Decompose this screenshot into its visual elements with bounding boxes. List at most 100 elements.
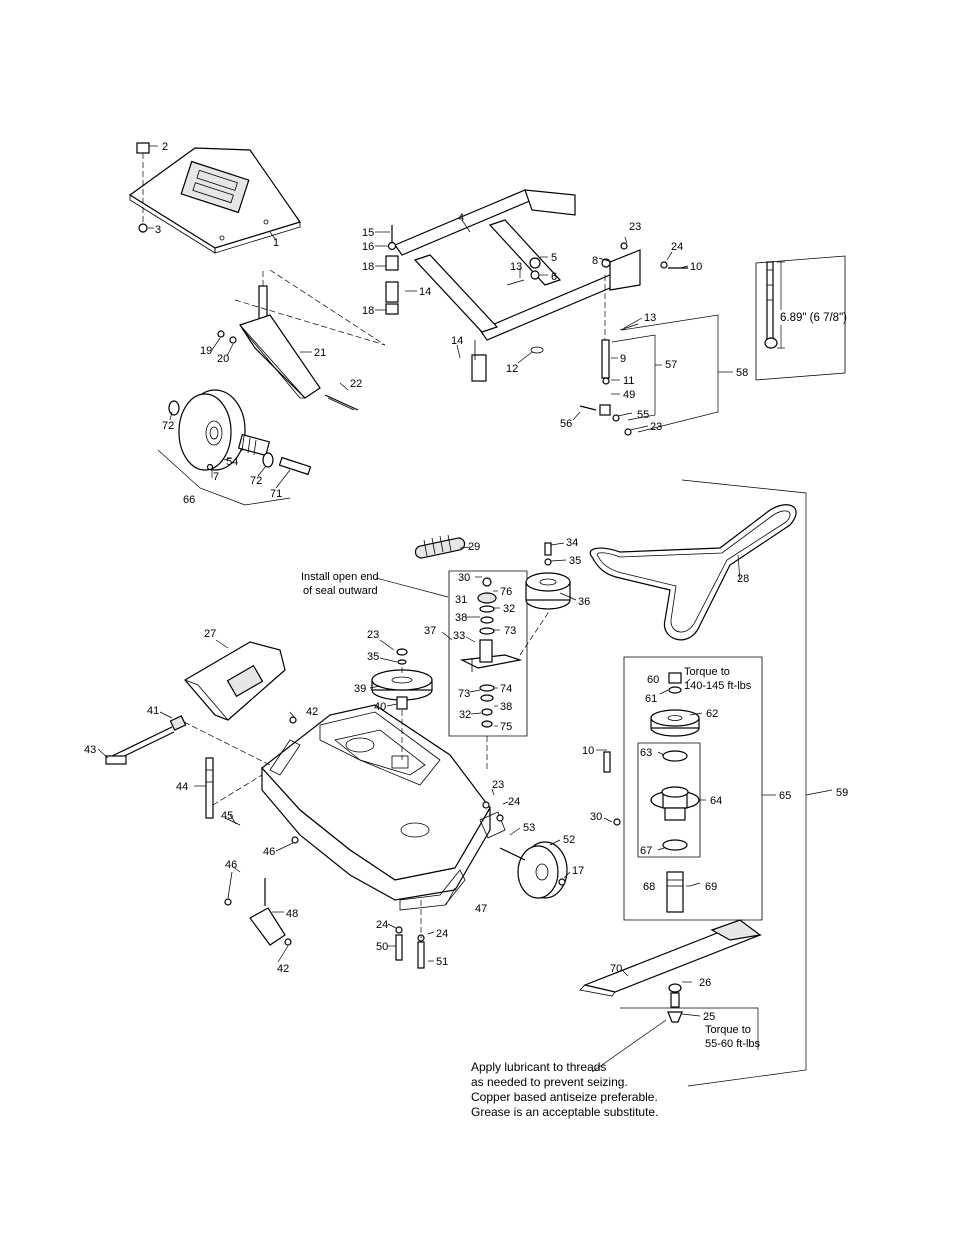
callout-50: 50 xyxy=(376,941,388,953)
bracket-66 xyxy=(157,449,291,506)
callout-27: 27 xyxy=(204,628,216,640)
deck-bolts-50-51 xyxy=(289,716,425,969)
callout-11: 11 xyxy=(623,375,634,387)
callout-49: 49 xyxy=(623,389,635,401)
callout-24d: 24 xyxy=(436,928,448,940)
callout-44: 44 xyxy=(176,781,188,793)
drive-belt xyxy=(589,504,797,641)
callout-63: 63 xyxy=(640,747,652,759)
callout-23c: 23 xyxy=(367,629,379,641)
callout-41: 41 xyxy=(147,705,159,717)
callout-46a: 46 xyxy=(263,846,275,858)
callout-43: 43 xyxy=(84,744,96,756)
callout-3: 3 xyxy=(155,224,161,236)
callout-58: 58 xyxy=(736,367,748,379)
callout-54: 54 xyxy=(226,456,238,468)
callout-10a: 10 xyxy=(690,261,702,273)
mower-blade-70 xyxy=(579,919,763,997)
callout-42b: 42 xyxy=(277,963,289,975)
lube-note-line3: Copper based antiseize preferable. xyxy=(471,1090,658,1104)
callout-57: 57 xyxy=(665,359,677,371)
callout-16: 16 xyxy=(362,241,374,253)
callout-30b: 30 xyxy=(590,811,602,823)
callout-15: 15 xyxy=(362,227,374,239)
blade-bolt-25-26 xyxy=(667,983,683,1023)
deck-wheel-52 xyxy=(479,801,568,899)
callout-39: 39 xyxy=(354,683,366,695)
callout-13b: 13 xyxy=(644,312,656,324)
lube-note-line4: Grease is an acceptable substitute. xyxy=(471,1105,658,1119)
belt-guard xyxy=(184,641,286,721)
idler-arm-assembly xyxy=(448,570,551,770)
callout-30a: 30 xyxy=(458,572,470,584)
callout-33: 33 xyxy=(453,630,465,642)
callout-9: 9 xyxy=(620,353,626,365)
deck-handle-43 xyxy=(105,715,271,766)
mower-deck-shell xyxy=(261,704,491,911)
deck-pulley-39 xyxy=(371,648,433,760)
callout-47: 47 xyxy=(475,903,487,915)
height-gauge-inset xyxy=(755,255,846,381)
callout-26: 26 xyxy=(699,977,711,989)
callout-36: 36 xyxy=(578,596,590,608)
callout-32a: 32 xyxy=(503,603,515,615)
callout-24c: 24 xyxy=(376,919,388,931)
lube-note-line2: as needed to prevent seizing. xyxy=(471,1075,628,1089)
leader-lines xyxy=(97,145,833,1073)
callout-14a: 14 xyxy=(419,286,431,298)
blade-torque-box xyxy=(620,1007,759,1050)
callout-56: 56 xyxy=(560,418,572,430)
callout-23b: 23 xyxy=(650,421,662,433)
blade-torque-line2: 55-60 ft-lbs xyxy=(705,1038,761,1050)
caster-arm xyxy=(234,269,386,399)
callout-60: 60 xyxy=(647,674,659,686)
spacer-72a xyxy=(168,400,180,416)
seal-note-line2: of seal outward xyxy=(303,585,378,597)
callout-20: 20 xyxy=(217,353,229,365)
callout-32b: 32 xyxy=(459,709,471,721)
callout-5: 5 xyxy=(551,252,557,264)
callout-75: 75 xyxy=(500,721,512,733)
annotation-notes: 6.89" (6 7/8") Install open end of seal … xyxy=(301,312,847,1119)
callout-69: 69 xyxy=(705,881,717,893)
blade-torque-line1: Torque to xyxy=(705,1024,751,1036)
callout-17: 17 xyxy=(572,865,584,877)
callout-55: 55 xyxy=(637,409,649,421)
callout-7: 7 xyxy=(213,471,219,483)
lube-note-line1: Apply lubricant to threads xyxy=(471,1060,606,1074)
callout-66: 66 xyxy=(183,494,195,506)
callout-10b: 10 xyxy=(582,745,594,757)
callout-21: 21 xyxy=(314,347,326,359)
callout-31: 31 xyxy=(455,594,467,606)
callout-53: 53 xyxy=(523,822,535,834)
callout-2: 2 xyxy=(162,141,168,153)
height-dimension: 6.89" (6 7/8") xyxy=(780,312,847,324)
spindle-torque-line1: Torque to xyxy=(684,666,730,678)
callout-38b: 38 xyxy=(500,701,512,713)
callout-65: 65 xyxy=(779,790,791,802)
callout-24a: 24 xyxy=(671,241,683,253)
callout-25: 25 xyxy=(703,1011,715,1023)
callout-64: 64 xyxy=(710,795,722,807)
callout-6: 6 xyxy=(551,271,557,283)
callout-46b: 46 xyxy=(225,859,237,871)
callout-38a: 38 xyxy=(455,612,467,624)
callout-18a: 18 xyxy=(362,261,374,273)
height-pin-9 xyxy=(601,339,610,379)
height-rod-44 xyxy=(205,757,263,826)
caster-wheel xyxy=(178,389,246,471)
spacer-72b xyxy=(262,452,274,468)
idler-pulley xyxy=(525,542,571,610)
callout-72a: 72 xyxy=(162,420,174,432)
caster-axle xyxy=(278,456,312,476)
callout-8: 8 xyxy=(592,255,598,267)
callout-35b: 35 xyxy=(367,651,379,663)
cover-latch xyxy=(136,142,150,233)
callout-73b: 73 xyxy=(458,688,470,700)
callout-34: 34 xyxy=(566,537,578,549)
callout-72b: 72 xyxy=(250,475,262,487)
callout-1: 1 xyxy=(273,237,279,249)
callout-71: 71 xyxy=(270,488,282,500)
callout-48: 48 xyxy=(286,908,298,920)
